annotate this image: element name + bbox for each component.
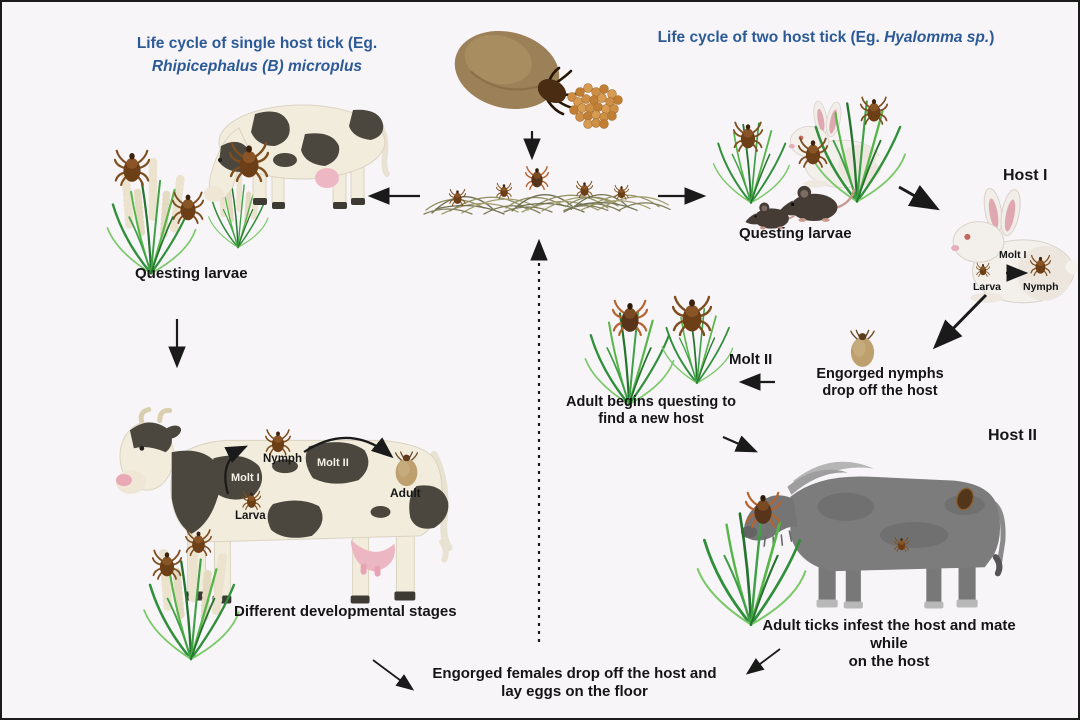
cow-nymph-label: Nymph [263, 453, 302, 465]
engorged-nymph [850, 329, 875, 368]
questing-scene-right [712, 96, 906, 231]
left-cycle-title: Life cycle of single host tick (Eg. Rhip… [88, 32, 426, 79]
engorged-females-line2: lay eggs on the floor [501, 683, 648, 700]
right-title-prefix: Life cycle of two host tick (Eg. [657, 29, 885, 46]
dev-stages-label: Different developmental stages [234, 603, 457, 620]
adult-infest-label: Adult ticks infest the host and mate whi… [744, 617, 1034, 671]
right-cycle-title: Life cycle of two host tick (Eg. Hyalomm… [630, 29, 1022, 47]
molt2-mid-label: Molt II [729, 351, 773, 368]
host2-label: Host II [988, 427, 1037, 444]
rabbit-molt1-label: Molt I [999, 249, 1027, 261]
flow-arrows [168, 131, 1029, 691]
adult-questing-grass [583, 295, 734, 406]
engorged-nymphs-line2: drop off the host [822, 383, 938, 400]
egg-mass [567, 83, 623, 129]
adult-questing-label: Adult begins questing to find a new host [558, 394, 744, 428]
engorged-females-label: Engorged females drop off the host and l… [432, 665, 717, 701]
questing-larvae-left-label: Questing larvae [135, 265, 248, 282]
host1-rabbit [950, 186, 1078, 304]
cow-molt1-label: Molt I [231, 472, 260, 484]
right-title-suffix: ) [989, 29, 995, 46]
rabbit-larva-label: Larva [973, 281, 1002, 293]
developmental-cow [116, 410, 449, 660]
left-title-line2: Rhipicephalus (B) microplus [151, 58, 363, 76]
cow-larva-label: Larva [235, 510, 266, 522]
cow-adult-label: Adult [390, 486, 421, 500]
adult-infest-line2: on the host [848, 653, 930, 670]
right-title-species: Hyalomma sp. [884, 29, 990, 46]
host2-buffalo [696, 462, 1003, 627]
rabbit-nymph-label: Nymph [1023, 281, 1059, 293]
questing-larvae-right-label: Questing larvae [739, 225, 852, 242]
cow-molt2-label: Molt II [317, 457, 349, 469]
adult-questing-line1: Adult begins questing to [566, 394, 736, 410]
dry-grass-strip [423, 166, 671, 215]
adult-infest-line1: Adult ticks infest the host and mate whi… [762, 617, 1016, 652]
engorged-nymphs-label: Engorged nymphs drop off the host [785, 366, 975, 400]
host1-label: Host I [1003, 167, 1048, 184]
engorged-female-laying-eggs [454, 30, 623, 129]
adult-questing-line2: find a new host [598, 411, 704, 428]
left-title-line1: Life cycle of single host tick (Eg. [136, 35, 378, 52]
engorged-females-line1: Engorged females drop off the host and [432, 665, 717, 682]
engorged-nymphs-line1: Engorged nymphs [816, 366, 944, 382]
